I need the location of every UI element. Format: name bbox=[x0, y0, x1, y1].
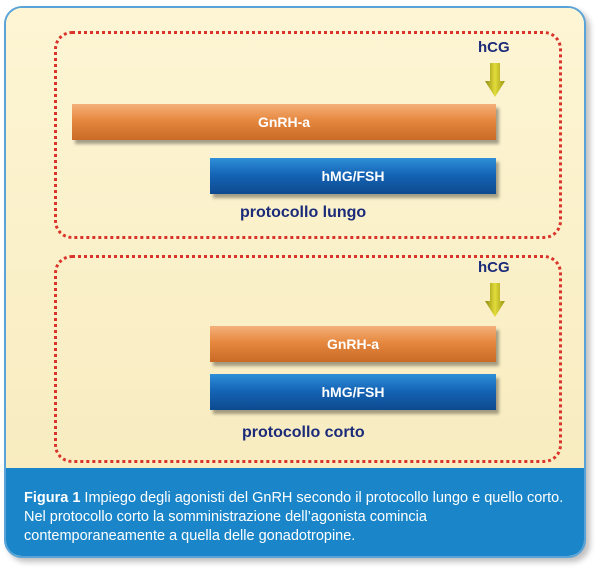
down-arrow-icon bbox=[485, 63, 505, 97]
long-protocol-label: protocollo lungo bbox=[240, 204, 367, 221]
long-hmg-fsh-bar-label: hMG/FSH bbox=[321, 168, 385, 184]
short-gnrh-a-bar-label: GnRH-a bbox=[326, 336, 380, 352]
short-protocol-label: protocollo corto bbox=[242, 424, 365, 441]
short-hmg-fsh-bar-label: hMG/FSH bbox=[321, 384, 385, 400]
short-hcg-label: hCG bbox=[478, 259, 510, 276]
figure-panel: hCG GnRH-a hMG/FSH protocollo lungo bbox=[4, 6, 586, 558]
long-gnrh-a-bar: GnRH-a bbox=[72, 104, 496, 140]
long-hmg-fsh-bar: hMG/FSH bbox=[210, 158, 496, 194]
diagram-area: hCG GnRH-a hMG/FSH protocollo lungo bbox=[6, 8, 584, 468]
short-gnrh-a-bar: GnRH-a bbox=[210, 326, 496, 362]
short-protocol-box bbox=[54, 255, 562, 463]
caption-text: Impiego degli agonisti del GnRH secondo … bbox=[24, 490, 564, 544]
caption-lead: Figura 1 bbox=[24, 490, 81, 506]
long-hcg-label: hCG bbox=[478, 39, 510, 56]
figure-caption: Figura 1 Impiego degli agonisti del GnRH… bbox=[6, 468, 584, 556]
long-gnrh-a-bar-label: GnRH-a bbox=[257, 114, 311, 130]
long-protocol-box bbox=[54, 31, 562, 239]
down-arrow-icon bbox=[485, 283, 505, 317]
short-hmg-fsh-bar: hMG/FSH bbox=[210, 374, 496, 410]
